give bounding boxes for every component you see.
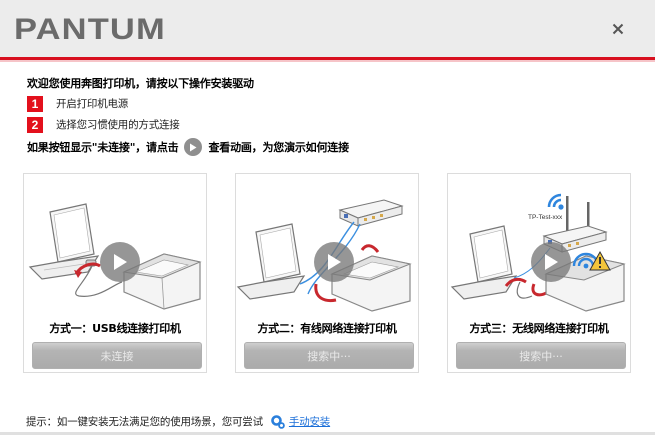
hint-text-before: 如果按钮显示"未连接"，请点击	[27, 141, 179, 154]
card-title: 方式三：无线网络连接打印机	[469, 322, 609, 335]
animation-hint: 如果按钮显示"未连接"，请点击 查看动画，为您演示如何连接	[27, 137, 349, 157]
usb-connection-card: 方式一：USB线连接打印机 未连接	[23, 173, 207, 373]
step-1: 1 开启打印机电源	[27, 95, 349, 112]
step-text: 开启打印机电源	[56, 98, 129, 110]
step-number-badge: 2	[27, 116, 43, 133]
play-icon	[184, 138, 203, 156]
header-divider	[0, 57, 655, 60]
card-title: 方式一：USB线连接打印机	[49, 322, 181, 335]
tip-text: 提示：如一键安装无法满足您的使用场景，您可尝试	[26, 416, 263, 428]
bottom-border	[0, 432, 655, 435]
hint-text-after: 查看动画，为您演示如何连接	[208, 141, 349, 154]
usb-connection-illustration	[28, 203, 202, 310]
step-number-badge: 1	[27, 95, 43, 112]
svg-text:PANTUM: PANTUM	[14, 13, 166, 43]
wireless-network-illustration: TP-Test-xxx	[450, 193, 626, 312]
welcome-heading: 欢迎您使用奔图打印机，请按以下操作安装驱动	[27, 77, 254, 90]
play-icon	[114, 254, 127, 270]
play-icon	[328, 254, 341, 270]
play-animation-button[interactable]	[531, 242, 571, 282]
play-icon	[545, 254, 558, 270]
manual-install-link[interactable]: 手动安装	[288, 416, 331, 428]
close-button[interactable]	[604, 15, 632, 43]
pantum-logo: PANTUM	[14, 13, 166, 43]
title-bar: PANTUM	[0, 0, 655, 57]
wired-network-illustration	[236, 199, 412, 312]
card-title: 方式二：有线网络连接打印机	[257, 322, 397, 335]
gear-icon	[271, 414, 285, 429]
play-animation-button[interactable]	[314, 242, 354, 282]
header-divider-shadow	[0, 60, 655, 62]
connection-status-button[interactable]: 搜索中···	[456, 342, 626, 369]
wired-network-card: 方式二：有线网络连接打印机 搜索中···	[235, 173, 419, 373]
wireless-network-card: TP-Test-xxx 方式三：无线网络连接打印机 搜索中···	[447, 173, 631, 373]
connection-status-button[interactable]: 未连接	[32, 342, 202, 369]
footer-tip: 提示：如一键安装无法满足您的使用场景，您可尝试 手动安装	[26, 414, 330, 429]
play-animation-button[interactable]	[100, 242, 140, 282]
step-2: 2 选择您习惯使用的方式连接	[27, 116, 349, 133]
svg-text:TP-Test-xxx: TP-Test-xxx	[528, 214, 563, 221]
close-icon	[612, 23, 624, 35]
connection-status-button[interactable]: 搜索中···	[244, 342, 414, 369]
instructions: 欢迎您使用奔图打印机，请按以下操作安装驱动 1 开启打印机电源 2 选择您习惯使…	[27, 77, 349, 157]
step-text: 选择您习惯使用的方式连接	[56, 119, 180, 131]
